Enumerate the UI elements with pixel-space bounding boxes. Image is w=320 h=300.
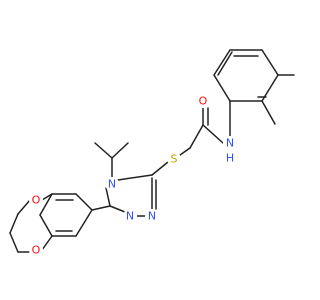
atom-ring-nitrogen-4: N bbox=[105, 177, 119, 191]
bond-28 bbox=[75, 193, 93, 211]
bond-15 bbox=[189, 124, 204, 149]
atom-amide-hydrogen: H bbox=[224, 152, 236, 165]
atom-ring-nitrogen-2: N bbox=[145, 209, 159, 223]
atom-ether-oxygen-top: O bbox=[29, 193, 43, 207]
bond-38 bbox=[9, 213, 19, 234]
ring-nitrogen-1-label: N bbox=[126, 210, 134, 223]
bond-36 bbox=[41, 193, 53, 201]
bond-4 bbox=[213, 74, 231, 102]
atom-ether-oxygen-bottom: O bbox=[29, 243, 43, 257]
bond-12 bbox=[202, 124, 224, 144]
bond-39 bbox=[9, 232, 19, 253]
bond-30 bbox=[39, 193, 53, 216]
molecule-structure: O N H S N N N O bbox=[9, 49, 295, 257]
amide-oxygen-label: O bbox=[199, 95, 208, 108]
bond-25 bbox=[94, 142, 113, 159]
atom-labels: O N H S N N N O bbox=[29, 94, 237, 257]
atom-ring-nitrogen-1: N bbox=[123, 209, 137, 223]
bond-41 bbox=[41, 235, 53, 251]
ring-nitrogen-2-label: N bbox=[148, 210, 156, 223]
bond-16 bbox=[179, 147, 191, 156]
bond-8 bbox=[217, 51, 233, 76]
bond-lines bbox=[9, 49, 295, 253]
bond-23 bbox=[109, 205, 126, 213]
ether-oxygen-bottom-label: O bbox=[32, 244, 41, 257]
amide-hydrogen-label: H bbox=[226, 152, 234, 165]
bond-37 bbox=[17, 199, 31, 215]
ring-nitrogen-4-label: N bbox=[108, 178, 116, 191]
bond-5 bbox=[213, 49, 231, 76]
bond-10 bbox=[261, 100, 276, 125]
bond-31 bbox=[39, 214, 53, 237]
ether-oxygen-top-label: O bbox=[32, 194, 41, 207]
bond-33 bbox=[75, 209, 93, 237]
bond-1 bbox=[261, 49, 279, 76]
bond-26 bbox=[111, 142, 129, 159]
bond-27 bbox=[91, 205, 111, 211]
amide-nitrogen-label: N bbox=[226, 137, 234, 150]
sulfur-label: S bbox=[171, 153, 178, 166]
atom-sulfur: S bbox=[167, 152, 181, 166]
bond-17 bbox=[151, 161, 169, 176]
bond-18 bbox=[117, 174, 153, 181]
atom-amide-nitrogen: N bbox=[223, 136, 237, 150]
atom-amide-oxygen: O bbox=[196, 94, 210, 108]
bond-19 bbox=[105, 187, 111, 207]
